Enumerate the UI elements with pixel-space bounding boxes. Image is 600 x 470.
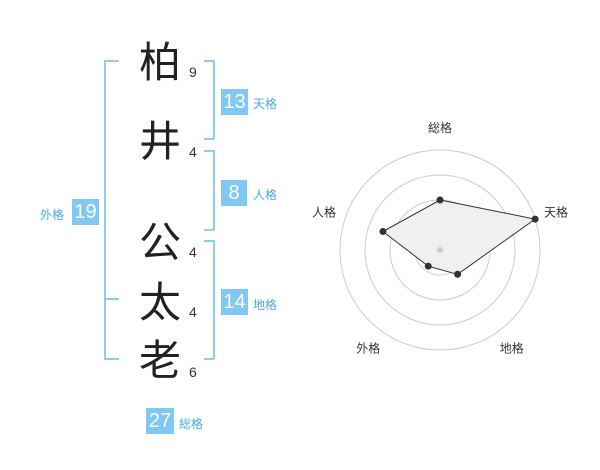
jinkaku-value: 8 — [221, 180, 247, 206]
radar-axis-label: 総格 — [428, 120, 452, 135]
radar-axis-label: 地格 — [500, 341, 524, 356]
soukaku-label: 総格 — [179, 417, 204, 431]
radar-ring — [364, 174, 516, 326]
radar-area — [381, 199, 537, 275]
radar-point-1 — [436, 196, 444, 204]
tenkaku-value: 13 — [221, 89, 248, 115]
stroke-count-5: 6 — [189, 364, 197, 380]
radar-axis-label: 外格 — [356, 341, 380, 356]
radar-points — [379, 196, 539, 278]
radar-ring — [339, 149, 541, 351]
stroke-count-1: 9 — [189, 64, 197, 80]
radar-axis-label: 天格 — [544, 204, 568, 219]
radar-center-dot — [437, 247, 443, 253]
stroke-count-3: 4 — [189, 244, 197, 260]
character-4: 太 — [138, 278, 181, 327]
gaikaku-label: 外格 — [40, 208, 65, 222]
character-5: 老 — [138, 336, 181, 385]
radar-point-2 — [531, 215, 539, 223]
character-1: 柏 — [138, 38, 181, 87]
stroke-count-2: 4 — [189, 144, 197, 160]
radar-axis-label: 人格 — [312, 204, 336, 219]
chikaku-label: 地格 — [253, 298, 278, 312]
character-3: 公 — [138, 218, 181, 267]
radar-point-5 — [379, 227, 387, 235]
stroke-count-4: 4 — [189, 304, 197, 320]
character-2: 井 — [138, 117, 181, 166]
radar-point-3 — [454, 270, 462, 278]
soukaku-value: 27 — [146, 408, 174, 434]
jinkaku-label: 人格 — [253, 188, 278, 202]
gaikaku-value: 19 — [72, 199, 99, 225]
chikaku-value: 14 — [221, 289, 248, 315]
tenkaku-label: 天格 — [253, 97, 278, 111]
radar-point-4 — [424, 262, 432, 270]
